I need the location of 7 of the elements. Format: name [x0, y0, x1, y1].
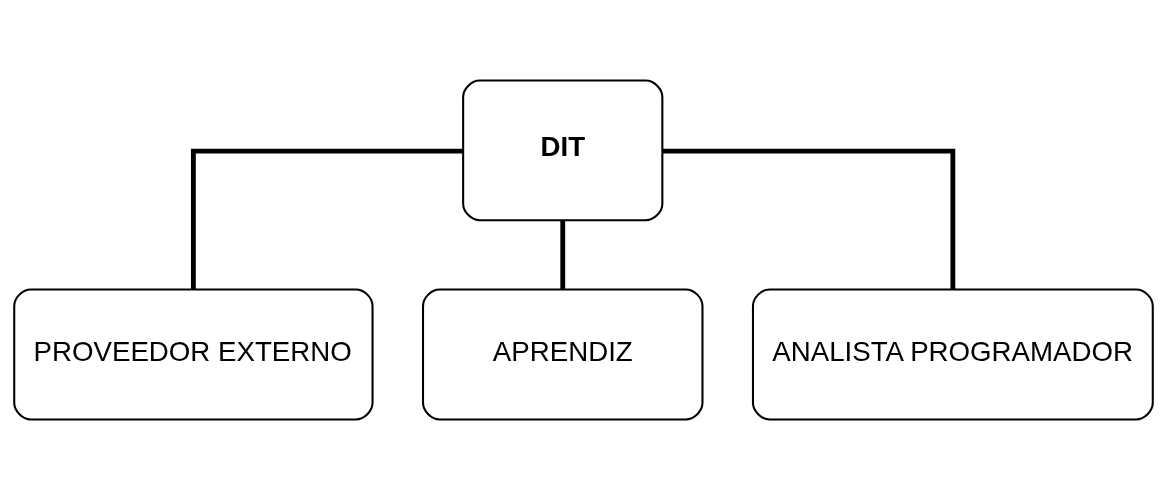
node-box: DIT: [462, 79, 664, 221]
connector: [662, 148, 956, 289]
node-box: PROVEEDOR EXTERNO: [13, 287, 374, 420]
connector: [560, 220, 566, 289]
node-box: ANALISTA PROGRAMADOR: [751, 287, 1154, 420]
node-box: APRENDIZ: [422, 287, 704, 420]
connector: [190, 148, 463, 289]
